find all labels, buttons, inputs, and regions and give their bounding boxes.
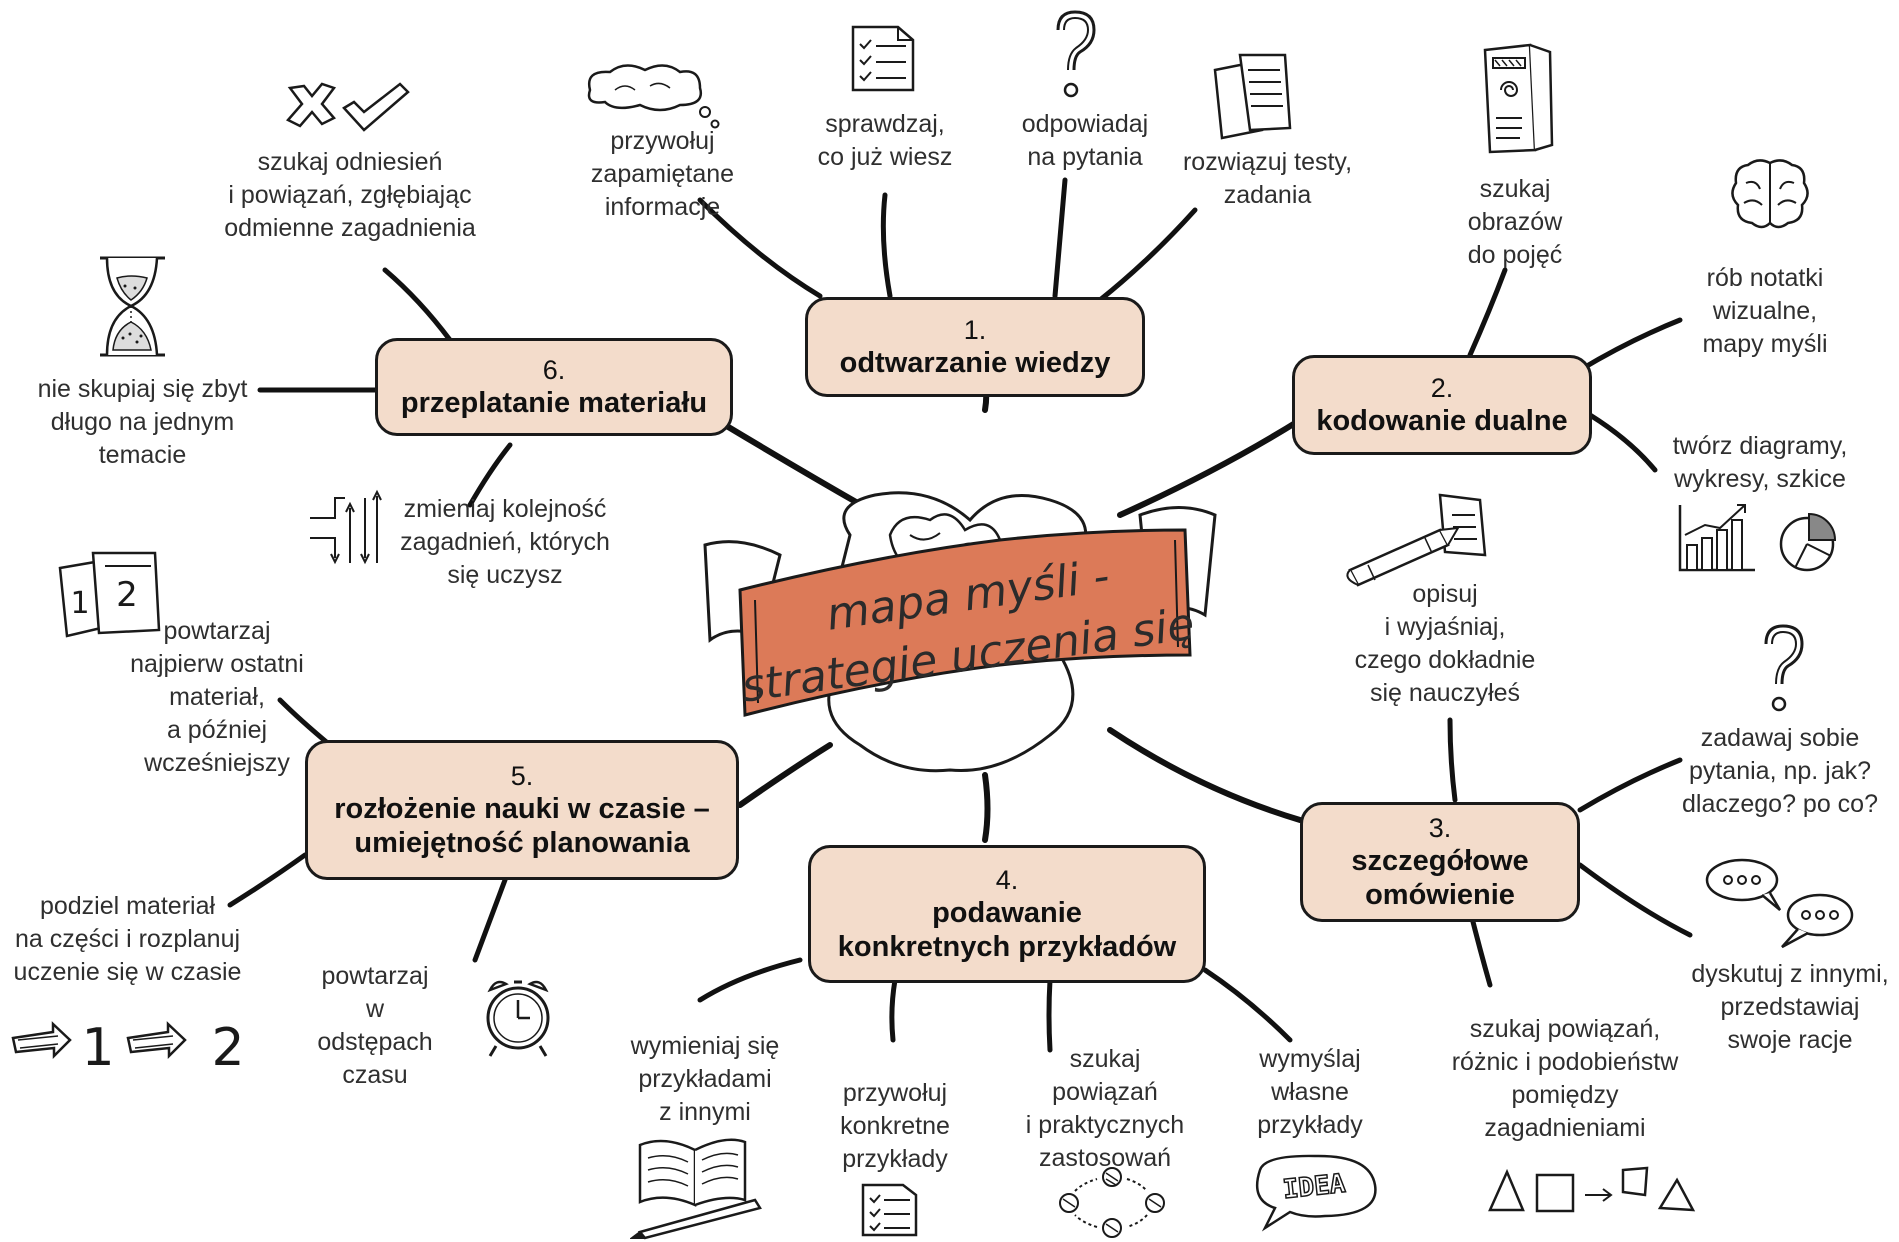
leaf-4-2: przywołuj konkretne przykłady: [840, 1079, 950, 1173]
brain-icon: [1728, 155, 1813, 235]
cross-check-icon: [282, 80, 412, 135]
leaf-3-3: dyskutuj z innymi, przedstawiaj swoje ra…: [1691, 960, 1889, 1054]
leaf-4-3: szukaj powiązań i praktycznych zastosowa…: [1025, 1045, 1185, 1172]
shapes-icon: [1485, 1160, 1700, 1220]
shuffle-arrows-icon: [305, 488, 395, 573]
leaf-2-3: twórz diagramy, wykresy, szkice: [1672, 432, 1848, 493]
leaf-5-2: podziel materiał na części i rozplanuj u…: [13, 892, 242, 986]
central-illustration: mapa myśli - strategie uczenia się: [700, 475, 1220, 805]
cycle-icon: [1055, 1165, 1170, 1240]
book-pen-icon: [630, 1130, 780, 1240]
node-5-number: 5.: [510, 761, 534, 791]
bar-chart-icon: [1675, 500, 1760, 575]
leaf-5-1: powtarzaj najpierw ostatni materiał, a p…: [130, 617, 304, 777]
question-mark-icon-2: [1758, 622, 1808, 717]
idea-bubble-icon: IDEA: [1245, 1150, 1385, 1235]
leaf-3-2: zadawaj sobie pytania, np. jak? dlaczego…: [1682, 724, 1878, 818]
calendar-page1-label: 1: [70, 586, 89, 621]
calendar-pages-icon: 1 2: [55, 548, 165, 643]
leaf-5-3: powtarzaj w odstępach czasu: [317, 962, 433, 1089]
pie-chart-icon: [1775, 510, 1840, 575]
leaf-3-1: opisuj i wyjaśniaj, czego dokładnie się …: [1354, 580, 1536, 707]
node-2-box: 2. kodowanie dualne: [1292, 355, 1592, 455]
node-1-number: 1.: [963, 315, 987, 345]
hourglass-icon: [95, 250, 170, 365]
node-4-box: 4. podawanie konkretnych przykładów: [808, 845, 1206, 983]
leaf-1-3: odpowiadaj na pytania: [1021, 110, 1149, 171]
node-5-box: 5. rozłożenie nauki w czasie – umiejętno…: [305, 740, 739, 880]
speech-bubbles-icon: [1700, 855, 1860, 950]
node-4-title: podawanie konkretnych przykładów: [837, 897, 1177, 963]
leaf-1-4: rozwiązuj testy, zadania: [1182, 148, 1353, 209]
leaf-2-1: szukaj obrazów do pojęć: [1467, 175, 1563, 269]
node-6-title: przeplatanie materiału: [400, 387, 708, 419]
leaf-1-2: sprawdzaj, co już wiesz: [817, 110, 953, 171]
node-5-title: rozłożenie nauki w czasie – umiejętność …: [334, 793, 710, 859]
node-1-title: odtwarzanie wiedzy: [839, 347, 1111, 379]
leaf-6-3: zmieniaj kolejność zagadnień, których si…: [400, 495, 610, 589]
pencil-document-icon: [1340, 490, 1495, 590]
checklist-icon-2: [858, 1180, 923, 1238]
node-1-box: 1. odtwarzanie wiedzy: [805, 297, 1145, 397]
leaf-1-1: przywołuj zapamiętane informacje: [590, 127, 735, 221]
node-4-number: 4.: [995, 865, 1019, 895]
node-3-number: 3.: [1428, 813, 1452, 843]
node-2-title: kodowanie dualne: [1316, 405, 1568, 437]
idea-text: IDEA: [1281, 1169, 1347, 1205]
node-3-title: szczegółowe omówienie: [1351, 845, 1529, 911]
node-6-number: 6.: [542, 355, 566, 385]
question-mark-icon: [1050, 8, 1100, 103]
node-6-box: 6. przeplatanie materiału: [375, 338, 733, 436]
step-2-label: 2: [211, 1018, 244, 1078]
brochure-icon: [1480, 40, 1555, 155]
alarm-clock-icon: [478, 970, 558, 1060]
leaf-6-1: szukaj odniesień i powiązań, zgłębiając …: [224, 148, 476, 242]
checklist-icon: [848, 22, 918, 94]
documents-icon: [1210, 50, 1295, 140]
leaf-4-4: wymyślaj własne przykłady: [1257, 1045, 1363, 1139]
arrows-steps-icon: 1 2: [8, 1010, 258, 1080]
node-2-number: 2.: [1430, 373, 1454, 403]
thought-cloud-icon: [580, 60, 730, 135]
leaf-3-4: szukaj powiązań, różnic i podobieństw po…: [1451, 1015, 1679, 1142]
leaf-6-2: nie skupiaj się zbyt długo na jednym tem…: [37, 375, 248, 469]
calendar-page2-label: 2: [116, 575, 138, 615]
step-1-label: 1: [81, 1018, 114, 1078]
leaf-4-1: wymieniaj się przykładami z innymi: [630, 1032, 780, 1126]
node-3-box: 3. szczegółowe omówienie: [1300, 802, 1580, 922]
leaf-2-2: rób notatki wizualne, mapy myśli: [1702, 264, 1828, 358]
